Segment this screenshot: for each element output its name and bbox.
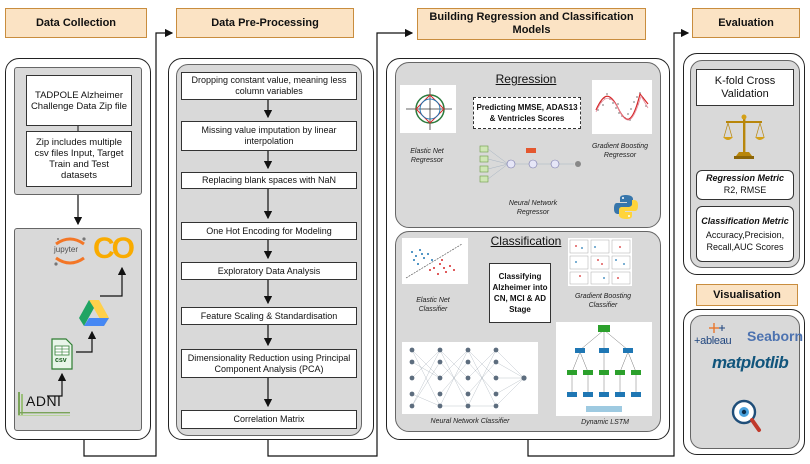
classifying-alzheimer-box: Classifying Alzheimer into CN, MCI & AD … — [489, 263, 551, 323]
classification-metric-box — [696, 206, 794, 262]
classification-title: Classification — [490, 234, 562, 248]
matplotlib-logo: matplotlib — [712, 353, 789, 372]
tableau-logo: +ableau — [694, 322, 740, 352]
regression-title: Regression — [495, 72, 557, 86]
csv-label: csv — [55, 357, 67, 364]
adni-label: ADNI — [26, 393, 62, 409]
seaborn-logo: Seaborn — [747, 328, 804, 344]
jupyter-logo: jupyter — [50, 234, 90, 268]
header-evaluation: Evaluation — [692, 8, 800, 38]
tadpole-zip-box: TADPOLE Alzheimer Challenge Data Zip fil… — [26, 75, 132, 126]
elastic-net-classifier-label: Elastic Net Classifier — [416, 297, 450, 313]
colab-logo: CO — [93, 232, 135, 265]
elastic-net-regressor-plot — [400, 85, 456, 133]
elastic-net-regressor-label: Elastic Net Regressor — [410, 148, 444, 164]
step-drop-constant: Dropping constant value, meaning less co… — [181, 72, 357, 100]
step-pca: Dimensionality Reduction using Principal… — [181, 349, 357, 378]
regression-metric-title: Regression Metric — [705, 173, 785, 183]
balance-scale-icon — [722, 112, 766, 162]
neural-network-regressor-label: Neural Network Regressor — [508, 200, 558, 216]
step-missing-imputation: Missing value imputation by linear inter… — [181, 121, 357, 151]
visualisation-gray — [690, 315, 800, 449]
neural-network-regressor-diagram — [478, 140, 586, 192]
step-eda: Exploratory Data Analysis — [181, 262, 357, 280]
step-one-hot: One Hot Encoding for Modeling — [181, 222, 357, 240]
neural-network-classifier-diagram — [402, 342, 538, 414]
gradient-boosting-regressor-label: Gradient Boosting Regressor — [591, 143, 649, 159]
regression-metric-values: R2, RMSE — [723, 185, 767, 195]
regression-metric-box — [696, 170, 794, 200]
python-logo — [613, 194, 639, 220]
csv-files-box: Zip includes multiple csv files Input, T… — [26, 131, 132, 187]
header-data-collection: Data Collection — [5, 8, 147, 38]
header-data-preprocessing: Data Pre-Processing — [176, 8, 354, 38]
adni-logo: ADNI — [16, 388, 72, 420]
step-feature-scaling: Feature Scaling & Standardisation — [181, 307, 357, 325]
dynamic-lstm-diagram — [556, 322, 652, 416]
gradient-boosting-classifier-plot — [568, 238, 632, 286]
gradient-boosting-classifier-label: Gradient Boosting Classifier — [574, 293, 632, 309]
gradient-boosting-regressor-plot — [592, 80, 652, 134]
kfold-cv-box: K-fold Cross Validation — [696, 69, 794, 106]
elastic-net-classifier-plot — [402, 238, 468, 284]
header-building-models: Building Regression and Classification M… — [417, 8, 646, 40]
step-correlation-matrix: Correlation Matrix — [181, 410, 357, 429]
tableau-label: +ableau — [694, 335, 732, 347]
predicting-scores-box: Predicting MMSE, ADAS13 & Ventricles Sco… — [473, 97, 581, 129]
classification-metric-values: Accuracy,Precision, Recall,AUC Scores — [705, 230, 785, 252]
classification-metric-title: Classification Metric — [701, 216, 789, 226]
header-visualisation: Visualisation — [696, 284, 798, 306]
google-drive-icon — [78, 298, 110, 328]
step-replace-blank: Replacing blank spaces with NaN — [181, 172, 357, 189]
eye-magnifier-icon — [730, 398, 762, 438]
neural-network-classifier-label: Neural Network Classifier — [430, 418, 510, 425]
jupyter-label: jupyter — [54, 245, 79, 254]
dynamic-lstm-label: Dynamic LSTM — [581, 419, 629, 426]
csv-file-icon: csv — [50, 338, 74, 370]
